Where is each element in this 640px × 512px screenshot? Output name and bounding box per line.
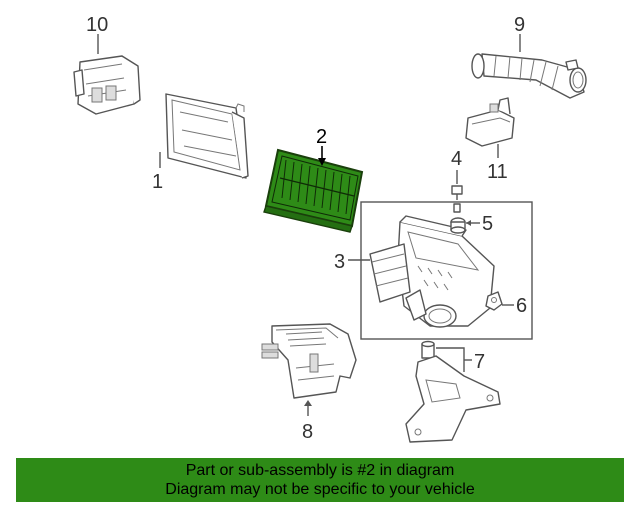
footer-banner: Part or sub-assembly is #2 in diagram Di…: [16, 458, 624, 502]
callout-8[interactable]: 8: [302, 421, 313, 443]
callout-6[interactable]: 6: [516, 295, 527, 317]
banner-line-disclaimer: Diagram may not be specific to your vehi…: [165, 481, 475, 498]
callout-10[interactable]: 10: [86, 14, 108, 36]
callout-2[interactable]: 2: [316, 126, 327, 148]
part-10-airflow-sensor[interactable]: [73, 55, 141, 115]
part-9-intake-air-duct[interactable]: [471, 53, 587, 99]
callout-9[interactable]: 9: [514, 14, 525, 36]
part-7-mounting-bracket[interactable]: [405, 340, 501, 443]
callout-7[interactable]: 7: [474, 351, 485, 373]
banner-line-highlighted-part: Part or sub-assembly is #2 in diagram: [185, 462, 455, 479]
part-3-air-cleaner-case[interactable]: [360, 201, 533, 340]
part-4-bolt[interactable]: [451, 185, 463, 213]
callout-3[interactable]: 3: [334, 251, 345, 273]
part-6-clip[interactable]: [485, 291, 503, 311]
callout-5[interactable]: 5: [482, 213, 493, 235]
part-5-grommet[interactable]: [450, 217, 466, 234]
part-2-air-filter-element[interactable]: [263, 148, 364, 233]
part-11-resonator[interactable]: [465, 97, 515, 147]
callout-11[interactable]: 11: [487, 161, 508, 183]
sub-assembly-box: [360, 201, 533, 340]
part-8-intake-chamber[interactable]: [261, 323, 357, 399]
part-1-air-cleaner-cover[interactable]: [165, 93, 249, 179]
callout-4[interactable]: 4: [451, 148, 462, 170]
callout-1[interactable]: 1: [152, 171, 163, 193]
